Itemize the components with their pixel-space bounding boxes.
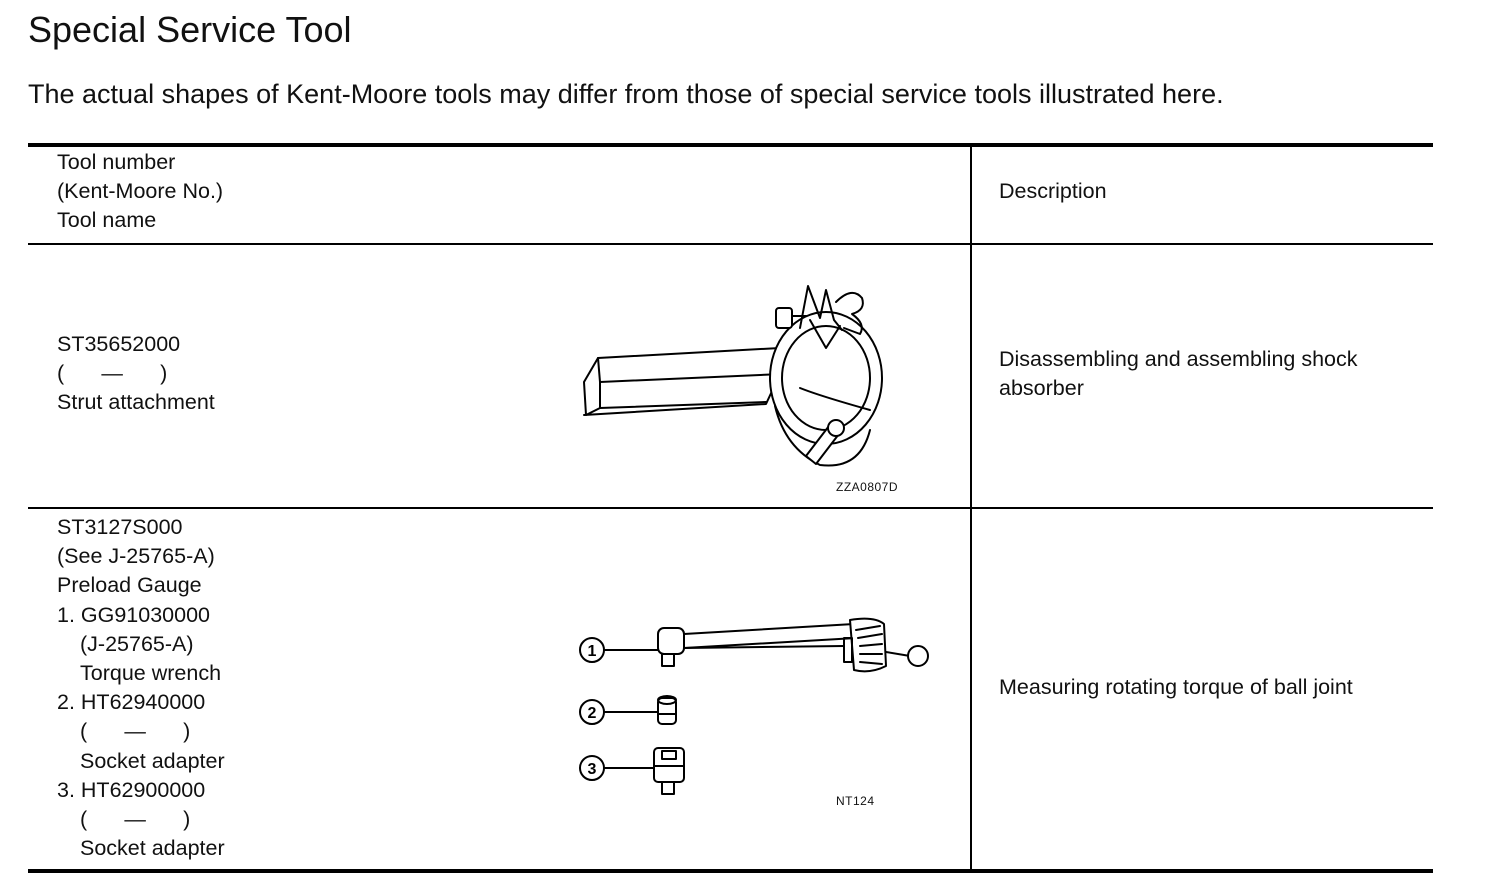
part3-label: 3. HT62900000 [57,777,206,802]
row2-tool-cell: ST3127S000 (See J-25765-A) Preload Gauge… [57,513,225,863]
page-title: Special Service Tool [28,9,352,50]
callout-1-label: 1 [588,643,597,660]
row1-illustration-code: ZZA0807D [836,480,899,494]
part2-kent-moore: (—) [80,719,191,744]
part2-name: Socket adapter [80,748,225,773]
header-tool-number: Tool number [57,150,176,174]
page-subtitle: The actual shapes of Kent-Moore tools ma… [28,79,1224,109]
row1-kent-moore: (—) [57,361,168,386]
part1-label: 1. GG91030000 [57,602,211,627]
row2-illustration-code: NT124 [836,794,875,808]
header-tool-column: Tool number (Kent-Moore No.) Tool name [57,148,223,236]
header-bottom-rule [28,243,1433,245]
row1-tool-number: ST35652000 [57,332,181,356]
row1-tool-cell: ST35652000 (—) Strut attachment [57,330,215,418]
table-bottom-rule [28,869,1433,873]
preload-gauge-illustration: 1 2 3 [579,617,929,795]
part1-kent-moore: (J-25765-A) [80,631,194,656]
row1-description: Disassembling and assembling shock absor… [999,347,1358,401]
row2-kent-moore: (See J-25765-A) [57,544,215,569]
row1-tool-name: Strut attachment [57,390,215,415]
header-tool-name: Tool name [57,208,157,233]
header-kent-moore: (Kent-Moore No.) [57,179,224,204]
row-divider-rule [28,507,1433,509]
header-description: Description [999,179,1107,203]
part2-label: 2. HT62940000 [57,690,206,715]
row2-description: Measuring rotating torque of ball joint [999,675,1353,699]
strut-attachment-illustration [583,285,883,467]
table-top-rule [28,143,1433,147]
part3-kent-moore: (—) [80,807,191,832]
row2-tool-name: Preload Gauge [57,573,202,598]
part1-name: Torque wrench [80,661,222,686]
column-divider [970,145,972,871]
row2-tool-number: ST3127S000 [57,515,183,539]
callout-3-label: 3 [588,761,597,778]
part3-name: Socket adapter [80,836,225,861]
callout-2-label: 2 [588,705,597,722]
